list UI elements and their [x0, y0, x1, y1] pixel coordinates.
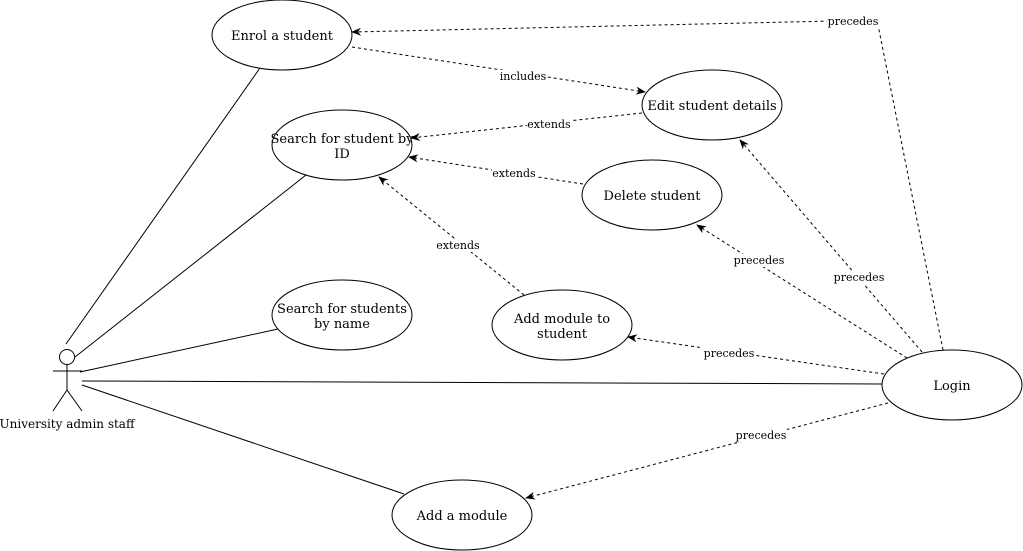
use-case-ellipse: [271, 279, 413, 351]
includes-arrow: [351, 46, 646, 95]
use-case-label: Delete student: [604, 189, 702, 204]
includes-label: includes: [500, 70, 547, 83]
use-case-login[interactable]: Login: [881, 349, 1023, 421]
use-case-search-student-by-id[interactable]: Search for student by ID: [270, 109, 414, 181]
use-case-ellipse: [391, 479, 533, 551]
use-case-ellipse: [581, 159, 723, 231]
use-case-label-line1: Search for students: [277, 302, 407, 317]
use-case-label: Add a module: [416, 509, 508, 524]
use-case-ellipse: [271, 109, 413, 181]
use-case-ellipse: [881, 349, 1023, 421]
actor-right-leg: [66, 389, 83, 412]
extends-label-delete: extends: [492, 167, 536, 180]
use-case-add-module[interactable]: Add a module: [391, 479, 533, 551]
use-case-label-line2: student: [537, 327, 588, 342]
association-enrol: [65, 67, 261, 345]
extends-label-edit: extends: [527, 118, 571, 131]
use-case-ellipse: [491, 289, 633, 361]
associations: [65, 67, 883, 495]
edge-labels: includes extends extends extends precede…: [436, 15, 885, 442]
association-login: [81, 380, 883, 385]
use-case-label-line1: Search for student by: [270, 132, 414, 147]
extends-arrow-delete: [408, 154, 584, 185]
precedes-arrow-add-module: [525, 402, 889, 500]
actor-head: [59, 349, 75, 365]
extends-arrow-edit: [410, 112, 643, 142]
precedes-label-add-module: precedes: [736, 429, 787, 442]
actor-left-leg: [52, 389, 68, 412]
use-case-delete-student[interactable]: Delete student: [581, 159, 723, 231]
extends-arrow-add-module-to-student: [378, 176, 525, 296]
precedes-label-delete: precedes: [734, 254, 785, 267]
precedes-label-enrol: precedes: [828, 15, 879, 28]
precedes-arrow-edit: [739, 139, 923, 353]
use-case-label: Enrol a student: [231, 29, 334, 44]
use-case-label-line2: ID: [334, 147, 350, 162]
use-case-ellipse: [211, 0, 353, 71]
association-search-name: [79, 328, 279, 373]
use-case-label: Login: [933, 379, 971, 394]
association-add-module: [81, 384, 405, 495]
use-case-label-line1: Add module to: [513, 312, 610, 327]
extends-label-add-module-to-student: extends: [436, 239, 480, 252]
use-case-enrol-student[interactable]: Enrol a student: [211, 0, 353, 71]
use-case-ellipse: [641, 69, 783, 141]
use-case-edit-student-details[interactable]: Edit student details: [641, 69, 783, 141]
use-case-label: Edit student details: [647, 99, 776, 114]
precedes-label-add-module-to-student: precedes: [704, 347, 755, 360]
actor-university-admin-staff[interactable]: University admin staff: [0, 349, 136, 432]
use-case-label-line2: by name: [314, 317, 370, 332]
use-case-add-module-to-student[interactable]: Add module to student: [491, 289, 633, 361]
use-case-search-students-by-name[interactable]: Search for students by name: [271, 279, 413, 351]
association-search-id: [74, 174, 307, 358]
precedes-arrow-delete: [696, 224, 908, 359]
precedes-label-edit: precedes: [834, 271, 885, 284]
actor-name: University admin staff: [0, 417, 136, 431]
precedes-arrow-add-module-to-student: [627, 334, 885, 375]
